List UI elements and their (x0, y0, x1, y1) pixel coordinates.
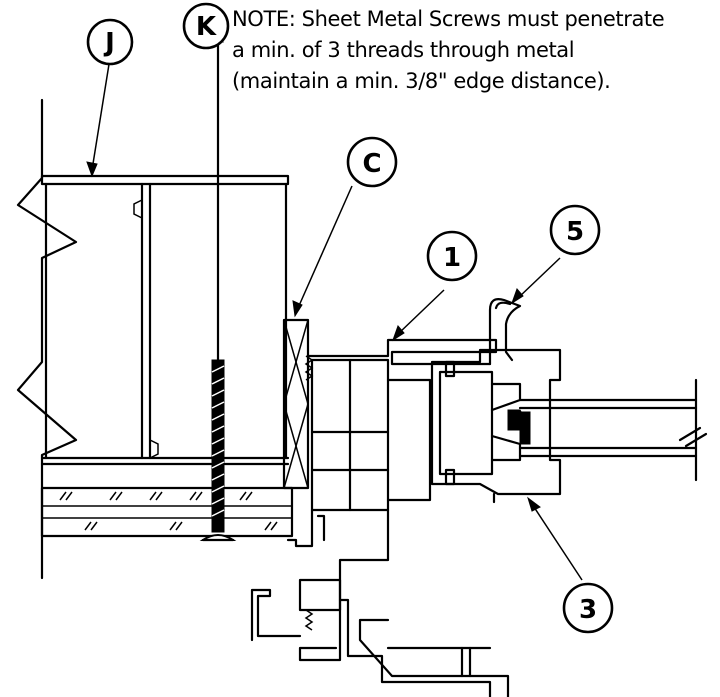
callout-5: 5 (549, 204, 601, 256)
callout-j-label: J (103, 28, 115, 58)
wall-break-line (16, 98, 78, 580)
callout-j: J (86, 18, 134, 66)
glazing-stop-5 (488, 298, 522, 366)
sill-shim-band (40, 486, 294, 538)
callout-3: 3 (562, 582, 614, 634)
note-line-3: (maintain a min. 3/8" edge distance). (232, 69, 611, 93)
insulated-glass-unit (518, 378, 708, 482)
callout-c: C (346, 136, 398, 188)
callout-5-label: 5 (566, 217, 584, 247)
sill-frame-1 (250, 338, 510, 697)
note-line-2: a min. of 3 threads through metal (232, 38, 575, 62)
callout-k-label: K (196, 12, 217, 42)
installation-note: NOTE: Sheet Metal Screws must penetrate … (232, 4, 717, 97)
glazing-profile-3 (430, 348, 562, 504)
callout-3-label: 3 (579, 595, 597, 625)
callout-k: K (182, 2, 230, 50)
screw-k (199, 38, 237, 542)
callout-1: 1 (426, 230, 478, 282)
sealant-block-c (282, 318, 310, 490)
note-line-1: NOTE: Sheet Metal Screws must penetrate (232, 7, 665, 31)
subframe-j (40, 174, 290, 466)
callout-c-label: C (362, 149, 381, 179)
callout-1-label: 1 (443, 243, 461, 273)
